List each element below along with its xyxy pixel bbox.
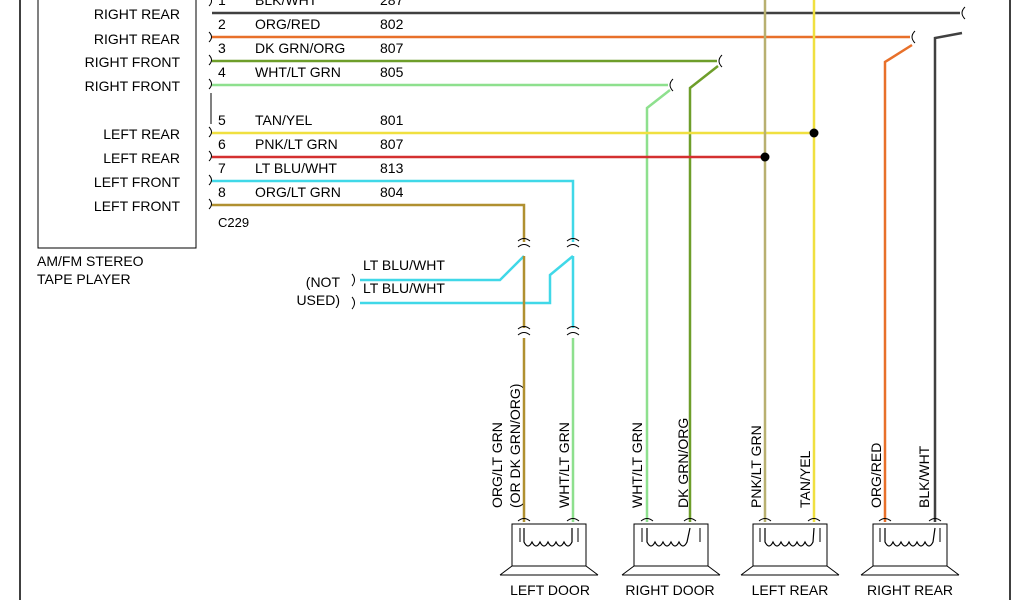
wire-blu-to-notused-1	[360, 255, 525, 282]
pin-number: 1	[218, 0, 226, 8]
speaker-wire-label: BLK/WHT	[916, 445, 932, 508]
speaker-label: LEFT REAR	[752, 582, 829, 598]
speaker-wire-label: (OR DK GRN/ORG)	[507, 384, 523, 508]
pin-circuit: 805	[380, 64, 404, 80]
pin-brackets	[208, 0, 212, 210]
pin-color-name: TAN/YEL	[255, 112, 313, 128]
speaker-wire-label: ORG/RED	[868, 443, 884, 508]
wire-blu-to-notused-2	[360, 255, 574, 305]
pin-circuit: 287	[380, 0, 404, 8]
pin-circuit: 804	[380, 184, 404, 200]
wire-pin1-down	[933, 31, 963, 522]
channel-label: LEFT FRONT	[94, 198, 181, 214]
channel-label: RIGHT FRONT	[85, 78, 181, 94]
speaker-label: RIGHT REAR	[867, 582, 953, 598]
pin-color-name: DK GRN/ORG	[255, 40, 345, 56]
radio-label: TAPE PLAYER	[37, 271, 131, 287]
channel-label: LEFT REAR	[103, 126, 180, 142]
not-used-wire-label: LT BLU/WHT	[363, 257, 445, 273]
pin-circuit: 802	[380, 16, 404, 32]
wire-pin2-down	[883, 43, 913, 522]
pin-number: 7	[218, 160, 226, 176]
pin-number: 8	[218, 184, 226, 200]
speaker-left-door	[511, 518, 587, 567]
speaker-wire-label: WHT/LT GRN	[556, 422, 572, 508]
speaker-bases	[499, 565, 960, 576]
pin-circuit: 801	[380, 112, 404, 128]
pin-circuit: 813	[380, 160, 404, 176]
pin-circuit: 807	[380, 40, 404, 56]
pin-color-name: PNK/LT GRN	[255, 136, 338, 152]
pin-circuit: 807	[380, 136, 404, 152]
speaker-right-door	[633, 518, 709, 567]
speaker-label: RIGHT DOOR	[625, 582, 714, 598]
channel-label: RIGHT FRONT	[85, 54, 181, 70]
channel-label: LEFT REAR	[103, 150, 180, 166]
pin-color-name: BLK/WHT	[255, 0, 318, 8]
connector-id: C229	[218, 215, 249, 230]
pin-number: 2	[218, 16, 226, 32]
wire-pin8	[212, 203, 526, 242]
inline-connector-brackets	[351, 6, 966, 336]
pin-color-name: ORG/LT GRN	[255, 184, 341, 200]
radio-unit-box	[37, 0, 197, 249]
speaker-wire-label: DK GRN/ORG	[675, 418, 691, 508]
splice-dot	[809, 128, 819, 138]
wire-pin7	[212, 179, 575, 242]
pin-number: 4	[218, 64, 226, 80]
pin-table: 1 BLK/WHT 287 2 ORG/RED 802 3 DK GRN/ORG…	[218, 0, 404, 200]
not-used-wire-label: LT BLU/WHT	[363, 280, 445, 296]
pin-color-name: ORG/RED	[255, 16, 320, 32]
not-used-label: USED)	[296, 292, 340, 308]
wire-pin4-down	[645, 89, 671, 522]
pin-color-name: LT BLU/WHT	[255, 160, 337, 176]
speaker-left-rear	[752, 518, 828, 567]
not-used-label: (NOT	[306, 274, 341, 290]
pin-number: 5	[218, 112, 226, 128]
speaker-wire-label: ORG/LT GRN	[489, 422, 505, 508]
radio-label: AM/FM STEREO	[37, 253, 144, 269]
speaker-wire-label: TAN/YEL	[797, 450, 813, 508]
pin-color-name: WHT/LT GRN	[255, 64, 341, 80]
diagram-frame	[19, 0, 1011, 600]
speaker-label: LEFT DOOR	[510, 582, 590, 598]
speaker-wire-label: PNK/LT GRN	[748, 425, 764, 508]
speaker-right-rear	[872, 518, 948, 567]
speaker-wire-label: WHT/LT GRN	[629, 422, 645, 508]
wire-pin3-down	[688, 65, 719, 522]
channel-label: RIGHT REAR	[94, 6, 180, 22]
pin-number: 6	[218, 136, 226, 152]
splice-dot	[760, 152, 770, 162]
pin-number: 3	[218, 40, 226, 56]
channel-label: LEFT FRONT	[94, 174, 181, 190]
wires	[212, 0, 963, 522]
channel-label: RIGHT REAR	[94, 31, 180, 47]
